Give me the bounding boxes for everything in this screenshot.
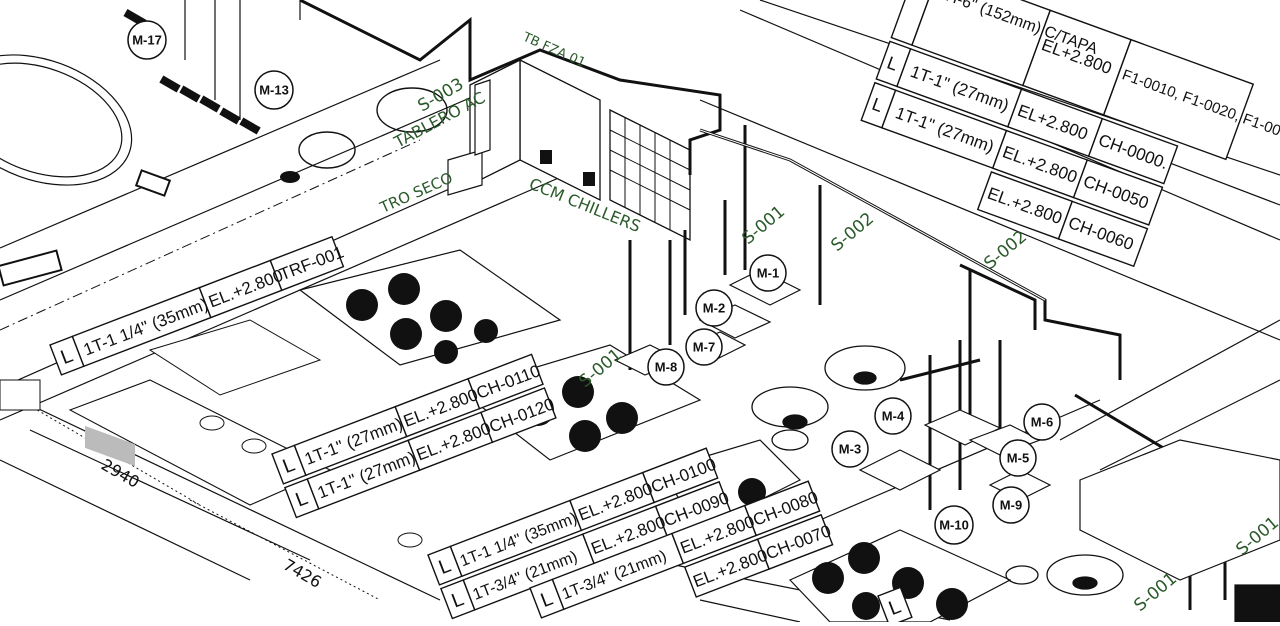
top-left-equipment xyxy=(0,9,448,287)
label-s001-c: S-001 xyxy=(1130,569,1181,616)
marker-m7[interactable]: M-7 xyxy=(685,328,723,366)
svg-text:M-1: M-1 xyxy=(757,266,779,281)
svg-text:M-8: M-8 xyxy=(655,360,677,375)
dimension-7426: 7426 xyxy=(280,555,325,592)
marker-m1[interactable]: M-1 xyxy=(749,254,787,292)
marker-m9[interactable]: M-9 xyxy=(992,486,1030,524)
svg-text:M-10: M-10 xyxy=(939,518,969,533)
tag-e: L xyxy=(877,586,913,626)
marker-m4[interactable]: M-4 xyxy=(874,397,912,435)
svg-text:M-13: M-13 xyxy=(259,83,289,98)
marker-m5[interactable]: M-5 xyxy=(999,439,1037,477)
electrical-panels xyxy=(447,58,691,242)
svg-text:M-5: M-5 xyxy=(1007,451,1029,466)
svg-text:M-2: M-2 xyxy=(703,301,725,316)
chiller-unit-1 xyxy=(298,249,562,366)
svg-text:M-6: M-6 xyxy=(1031,415,1053,430)
tag-b: L 1T-1" (27mm) EL.+2.800 CH-0110 L 1T-1"… xyxy=(271,353,557,519)
chiller-unit-4 xyxy=(788,529,1012,623)
marker-m13[interactable]: M-13 xyxy=(254,70,294,110)
svg-text:M-9: M-9 xyxy=(1000,498,1022,513)
marker-m2[interactable]: M-2 xyxy=(695,289,733,327)
label-s002-b: S-002 xyxy=(980,227,1031,274)
svg-text:M-17: M-17 xyxy=(132,33,162,48)
equipment-markers: M-17 M-13 M-1 M-2 M-7 M-8 M-4 M-3 M-6 M-… xyxy=(127,20,1061,545)
marker-m6[interactable]: M-6 xyxy=(1023,403,1061,441)
marker-m3[interactable]: M-3 xyxy=(831,430,869,468)
label-tro-seco: TRO SECO xyxy=(376,169,455,217)
tag-d: L 1T-3/4" (21mm) EL.+2.800 CH-0080 EL.+2… xyxy=(529,480,834,619)
marker-m17[interactable]: M-17 xyxy=(127,20,167,60)
marker-m10[interactable]: M-10 xyxy=(934,505,974,545)
tag-c: L 1T-1 1/4" (35mm) EL.+2.800 CH-0100 L 1… xyxy=(427,447,732,620)
vessels xyxy=(751,345,1124,596)
right-structure xyxy=(1079,439,1280,623)
label-s002-a: S-002 xyxy=(827,209,878,256)
pipe-network xyxy=(299,0,1262,610)
svg-text:M-4: M-4 xyxy=(882,409,905,424)
dimension-lines xyxy=(0,139,421,601)
svg-text:M-3: M-3 xyxy=(839,442,861,457)
schedule-table: L CH-6" (152mm) C/TAPA EL+2.800 F1-0010,… xyxy=(860,0,1280,268)
left-machinery xyxy=(0,319,423,548)
svg-text:M-7: M-7 xyxy=(693,340,715,355)
floor-pads xyxy=(613,269,1052,501)
marker-m8[interactable]: M-8 xyxy=(647,348,685,386)
